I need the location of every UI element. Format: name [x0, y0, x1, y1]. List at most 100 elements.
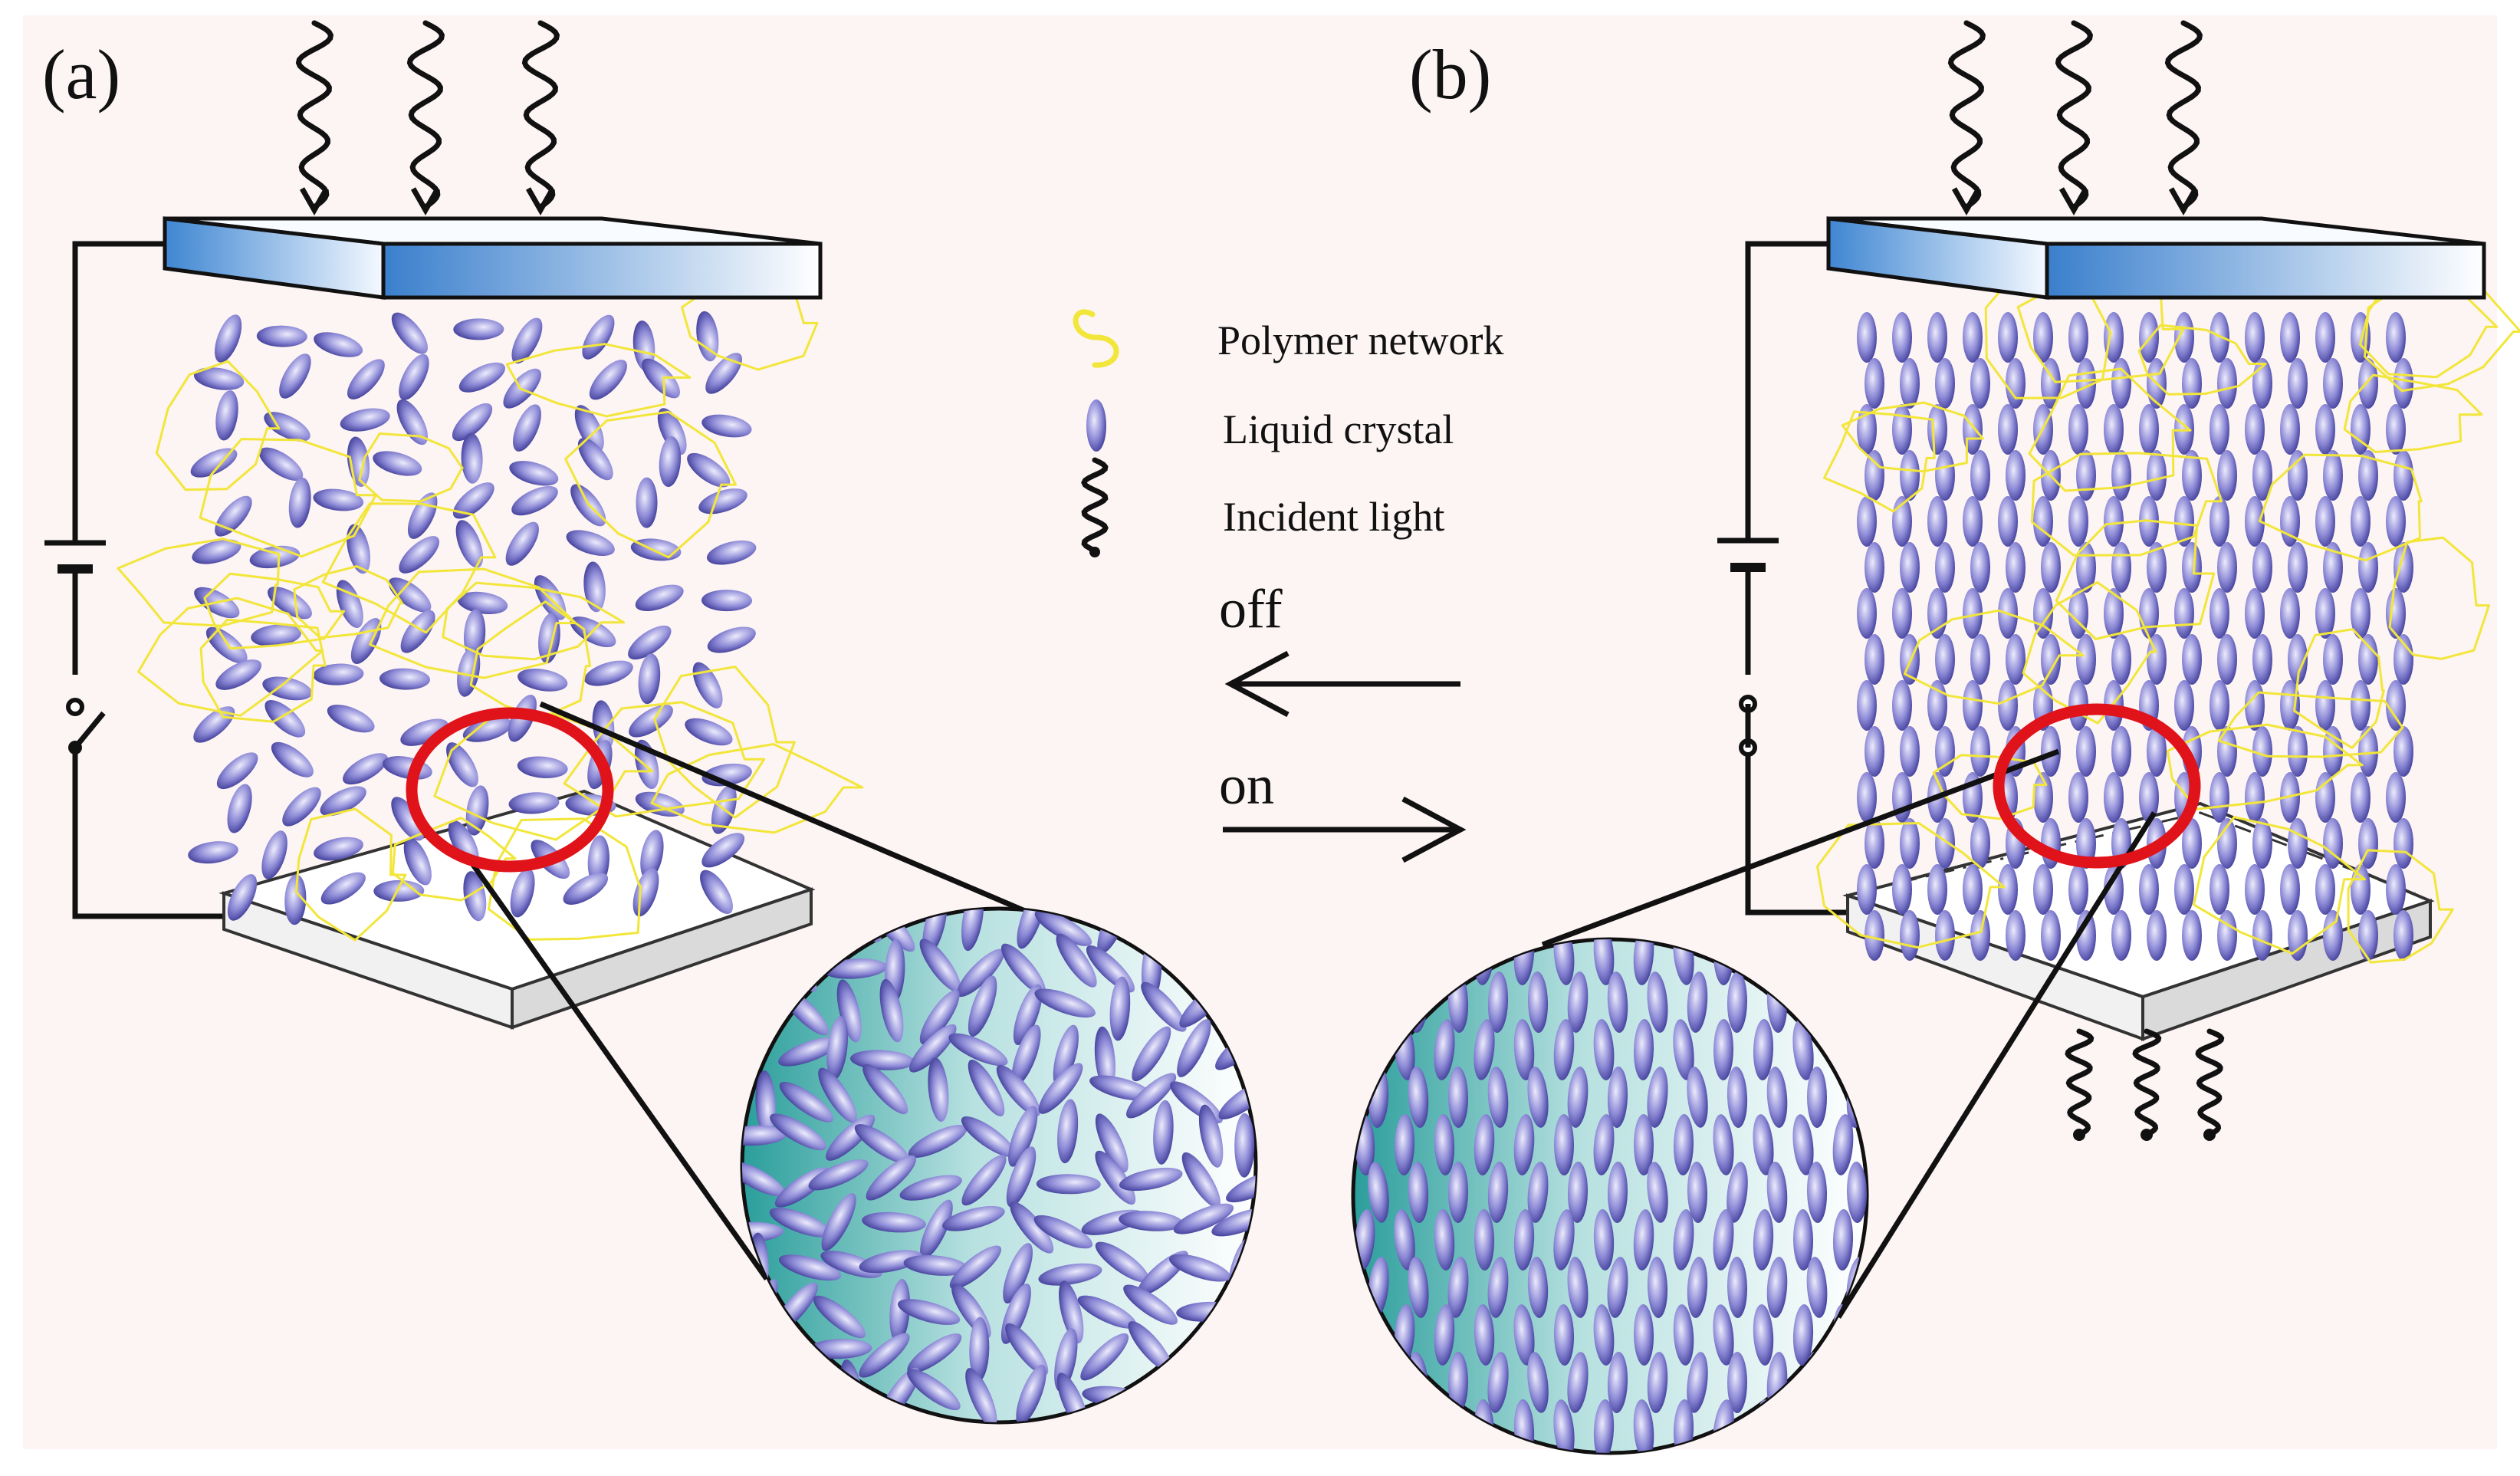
panel-label-b: (b) — [1409, 35, 1491, 113]
lc-molecule-b-138 — [2174, 680, 2194, 731]
lc-molecule-b-212 — [1970, 910, 1990, 961]
lc-molecule-b-27 — [2217, 358, 2237, 409]
lc-molecule-b-209 — [1865, 910, 1884, 961]
lc-molecule-b-172 — [2245, 772, 2265, 823]
lc-molecule-b-174 — [2315, 772, 2335, 823]
lc-molecule-b-32 — [2394, 358, 2413, 409]
lc-molecule-b-65 — [1857, 496, 1877, 547]
lc-molecule-b-157 — [2288, 726, 2308, 777]
lc-molecule-b-46 — [2315, 404, 2335, 455]
lc-molecule-b-199 — [2068, 864, 2088, 915]
lc-molecule-b-123 — [2217, 634, 2237, 685]
lc-molecule-b-201 — [2139, 864, 2159, 915]
lc-molecule-b-10 — [2174, 312, 2194, 363]
lc-molecule-b-57 — [2147, 450, 2167, 501]
lc-molecule-b-64 — [2394, 450, 2413, 501]
lc-molecule-b-26 — [2182, 358, 2202, 409]
lc-molecule-b-61 — [2288, 450, 2308, 501]
lc-molecule-b-161 — [1857, 772, 1877, 823]
legend-lc-label: Liquid crystal — [1223, 406, 1454, 452]
lc-molecule-b-113 — [1865, 634, 1884, 685]
lc-molecule-b-1 — [1857, 312, 1877, 363]
lc-molecule-b-20 — [1970, 358, 1990, 409]
lc-molecule-b-59 — [2217, 450, 2237, 501]
lc-molecule-b-82 — [1900, 542, 1920, 593]
lc-molecule-b-194 — [1892, 864, 1912, 915]
lc-molecule-b-195 — [1927, 864, 1947, 915]
lc-molecule-b-148 — [1970, 726, 1990, 777]
lc-molecule-b-95 — [2358, 542, 2378, 593]
lc-molecule-b-139 — [2210, 680, 2229, 731]
lc-molecule-b-109 — [2280, 588, 2300, 639]
lc-molecule-b-97 — [1857, 588, 1877, 639]
lc-molecule-b-171 — [2210, 772, 2229, 823]
lc-molecule-b-107 — [2210, 588, 2229, 639]
lc-molecule-b-52 — [1970, 450, 1990, 501]
transmitted-ray-b-2-tip — [2141, 1129, 2153, 1141]
lc-molecule-b-203 — [2210, 864, 2229, 915]
lc-molecule-b-16 — [2386, 312, 2406, 363]
lc-molecule-b-62 — [2323, 450, 2343, 501]
lc-molecule-b-214 — [2041, 910, 2061, 961]
lc-molecule-b-84 — [1970, 542, 1990, 593]
lc-molecule-b-192 — [2394, 818, 2413, 869]
lc-molecule-b-119 — [2076, 634, 2096, 685]
lc-molecule-b-70 — [2033, 496, 2053, 547]
lc-molecule-b-204 — [2245, 864, 2265, 915]
lc-molecule-b-108 — [2245, 588, 2265, 639]
lc-molecule-b-120 — [2111, 634, 2131, 685]
state-off-label: off — [1219, 578, 1283, 639]
lc-molecule-b-44 — [2245, 404, 2265, 455]
lc-molecule-b-43 — [2210, 404, 2229, 455]
lc-molecule-b-220 — [2252, 910, 2272, 961]
lc-molecule-b-78 — [2315, 496, 2335, 547]
lc-molecule-b-3 — [1927, 312, 1947, 363]
lc-molecule-b-224 — [2394, 910, 2413, 961]
lc-molecule-b-12 — [2245, 312, 2265, 363]
lc-molecule-b-189 — [2288, 818, 2308, 869]
lc-molecule-b-69 — [1998, 496, 2018, 547]
lc-molecule-b-158 — [2323, 726, 2343, 777]
lc-molecule-b-143 — [2351, 680, 2371, 731]
lc-molecule-b-72 — [2104, 496, 2124, 547]
lc-molecule-b-90 — [2182, 542, 2202, 593]
lc-molecule-b-190 — [2323, 818, 2343, 869]
lc-molecule-b-112 — [2386, 588, 2406, 639]
legend-lc-swatch — [1086, 399, 1106, 452]
lc-molecule-b-216 — [2111, 910, 2131, 961]
lc-molecule-b-121 — [2147, 634, 2167, 685]
lc-molecule-b-85 — [2006, 542, 2026, 593]
lc-molecule-b-130 — [1892, 680, 1912, 731]
lc-molecule-b-18 — [1900, 358, 1920, 409]
lc-molecule-b-151 — [2076, 726, 2096, 777]
lc-molecule-b-219 — [2217, 910, 2237, 961]
lc-molecule-b-37 — [1998, 404, 2018, 455]
switch-contact-a — [68, 700, 82, 714]
lc-molecule-b-98 — [1892, 588, 1912, 639]
panel-label-a: (a) — [42, 35, 120, 113]
legend-polymer-label: Polymer network — [1217, 317, 1503, 363]
lc-molecule-b-19 — [1935, 358, 1955, 409]
lc-molecule-b-80 — [2386, 496, 2406, 547]
lc-molecule-b-92 — [2252, 542, 2272, 593]
lc-molecule-b-56 — [2111, 450, 2131, 501]
lc-molecule-b-17 — [1865, 358, 1884, 409]
lc-molecule-b-117 — [2006, 634, 2026, 685]
lc-molecule-b-34 — [1892, 404, 1912, 455]
lc-molecule-b-2 — [1892, 312, 1912, 363]
lc-molecule-b-39 — [2068, 404, 2088, 455]
lc-molecule-b-210 — [1900, 910, 1920, 961]
lc-molecule-b-126 — [2323, 634, 2343, 685]
legend-light-label: Incident light — [1223, 494, 1444, 540]
lc-molecule-b-211 — [1935, 910, 1955, 961]
lc-molecule-b-55 — [2076, 450, 2096, 501]
lc-molecule-b-53 — [2006, 450, 2026, 501]
lc-molecule-b-202 — [2174, 864, 2194, 915]
lc-molecule-b-79 — [2351, 496, 2371, 547]
legend-light-tip — [1089, 547, 1100, 557]
lc-molecule-b-93 — [2288, 542, 2308, 593]
lc-molecule-b-217 — [2147, 910, 2167, 961]
lc-molecule-b-48 — [2386, 404, 2406, 455]
lc-molecule-b-175 — [2351, 772, 2371, 823]
